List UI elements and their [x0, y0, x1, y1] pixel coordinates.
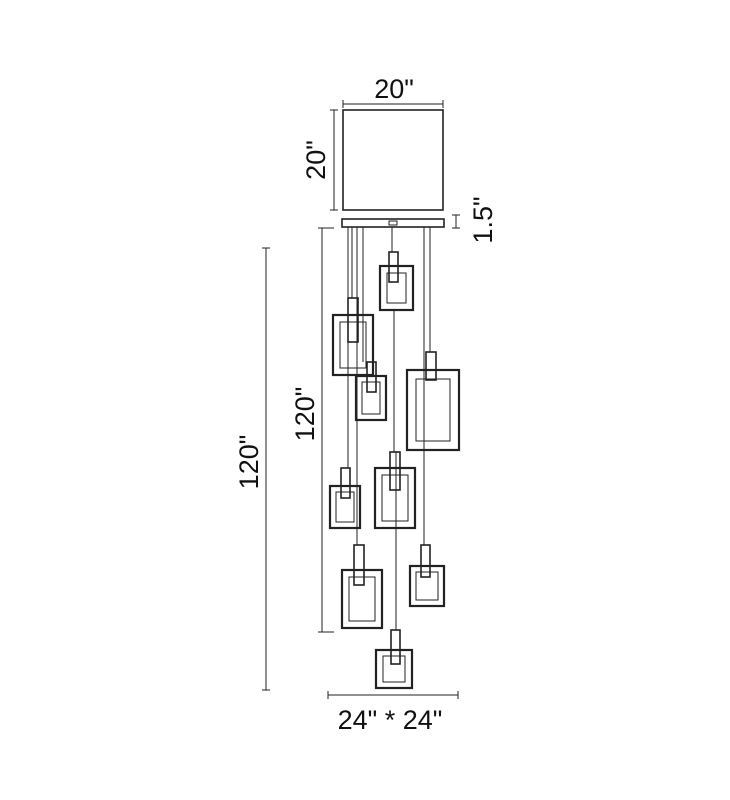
- pendant-3: [354, 361, 388, 422]
- cable-length-label: 120": [290, 387, 320, 442]
- canopy-box: [342, 109, 444, 211]
- pendant-2: [331, 297, 375, 377]
- mounting-plate-screw: [388, 220, 398, 226]
- plate-thickness-dimension: 1.5": [452, 196, 498, 244]
- pendant-cables: [347, 227, 431, 630]
- overall-height-label: 120": [234, 435, 264, 490]
- canopy-width-label: 20": [374, 74, 414, 104]
- canopy-width-dimension: 20": [342, 74, 444, 108]
- pendant-7: [340, 544, 384, 630]
- pendant-8: [408, 544, 446, 608]
- pendant-4: [405, 351, 461, 452]
- plate-thickness-label: 1.5": [468, 196, 498, 243]
- canopy-height-label: 20": [301, 140, 331, 180]
- pendant-5: [328, 467, 362, 530]
- overall-height-dimension: 120": [234, 247, 270, 691]
- pendant-6: [373, 451, 417, 530]
- fixture-footprint-label: 24" * 24": [338, 705, 443, 735]
- mounting-plate: [341, 218, 445, 228]
- pendant-1: [378, 251, 415, 312]
- pendant-9: [374, 629, 414, 690]
- canopy-height-dimension: 20": [301, 109, 338, 211]
- fixture-footprint-dimension: 24" * 24": [327, 691, 459, 735]
- cable-length-dimension: 120": [290, 227, 334, 633]
